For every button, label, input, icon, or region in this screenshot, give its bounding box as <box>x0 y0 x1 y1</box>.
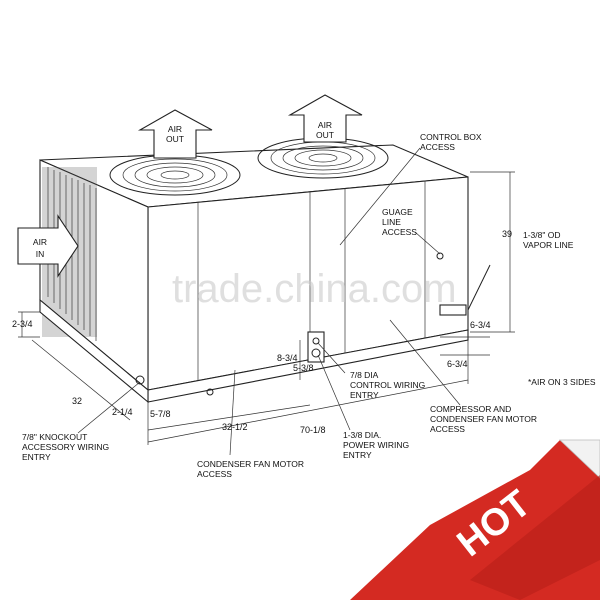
svg-text:2-1/4: 2-1/4 <box>112 407 133 417</box>
dimension-lines <box>18 171 515 445</box>
hot-badge: HOT <box>350 439 600 600</box>
svg-text:ACCESSORY WIRING: ACCESSORY WIRING <box>22 442 109 452</box>
svg-text:OUT: OUT <box>316 130 334 140</box>
svg-text:AIR: AIR <box>168 124 182 134</box>
svg-text:ENTRY: ENTRY <box>22 452 51 462</box>
svg-text:AIR: AIR <box>318 120 332 130</box>
air-in-arrow: AIR IN <box>17 214 79 278</box>
svg-text:7/8 DIA: 7/8 DIA <box>350 370 379 380</box>
leader-lines <box>77 147 461 456</box>
svg-text:ACCESS: ACCESS <box>430 424 465 434</box>
svg-text:32: 32 <box>72 396 82 406</box>
svg-text:5-7/8: 5-7/8 <box>150 409 171 419</box>
vapor-line-fitting <box>439 264 491 316</box>
svg-text:CONTROL WIRING: CONTROL WIRING <box>350 380 425 390</box>
svg-text:1-3/8 DIA.: 1-3/8 DIA. <box>343 430 381 440</box>
svg-text:VAPOR LINE: VAPOR LINE <box>523 240 574 250</box>
wiring-entry-fittings <box>135 252 444 396</box>
svg-text:8-3/4: 8-3/4 <box>277 353 298 363</box>
svg-text:7/8" KNOCKOUT: 7/8" KNOCKOUT <box>22 432 87 442</box>
svg-text:ACCESS: ACCESS <box>382 227 417 237</box>
svg-text:32-1/2: 32-1/2 <box>222 422 248 432</box>
air-out-arrow-right: AIR OUT <box>287 94 363 143</box>
svg-text:COMPRESSOR AND: COMPRESSOR AND <box>430 404 511 414</box>
dimension-texts: 39 2-3/4 32 2-1/4 5-7/8 32-1/2 70-1/8 8-… <box>12 229 512 435</box>
svg-text:6-3/4: 6-3/4 <box>447 359 468 369</box>
svg-text:LINE: LINE <box>382 217 401 227</box>
svg-text:2-3/4: 2-3/4 <box>12 319 33 329</box>
air-out-arrow-left: AIR OUT <box>137 109 213 159</box>
svg-text:ACCESS: ACCESS <box>197 469 232 479</box>
svg-text:6-3/4: 6-3/4 <box>470 320 491 330</box>
svg-text:5-3/8: 5-3/8 <box>293 363 314 373</box>
svg-text:AIR: AIR <box>33 237 47 247</box>
label-air-on-sides: *AIR ON 3 SIDES <box>528 377 596 387</box>
svg-text:70-1/8: 70-1/8 <box>300 425 326 435</box>
svg-text:OUT: OUT <box>166 134 184 144</box>
watermark: trade.china.com <box>172 267 457 311</box>
svg-text:39: 39 <box>502 229 512 239</box>
label-control-box-1: CONTROL BOX <box>420 132 482 142</box>
svg-text:POWER WIRING: POWER WIRING <box>343 440 409 450</box>
callout-labels: CONTROL BOX ACCESS GUAGE LINE ACCESS 1-3… <box>22 132 596 479</box>
svg-text:GUAGE: GUAGE <box>382 207 413 217</box>
svg-text:ENTRY: ENTRY <box>343 450 372 460</box>
svg-text:CONDENSER FAN MOTOR: CONDENSER FAN MOTOR <box>430 414 537 424</box>
svg-text:ENTRY: ENTRY <box>350 390 379 400</box>
label-control-box-2: ACCESS <box>420 142 455 152</box>
svg-text:1-3/8" OD: 1-3/8" OD <box>523 230 561 240</box>
svg-text:IN: IN <box>36 249 45 259</box>
svg-text:CONDENSER FAN MOTOR: CONDENSER FAN MOTOR <box>197 459 304 469</box>
